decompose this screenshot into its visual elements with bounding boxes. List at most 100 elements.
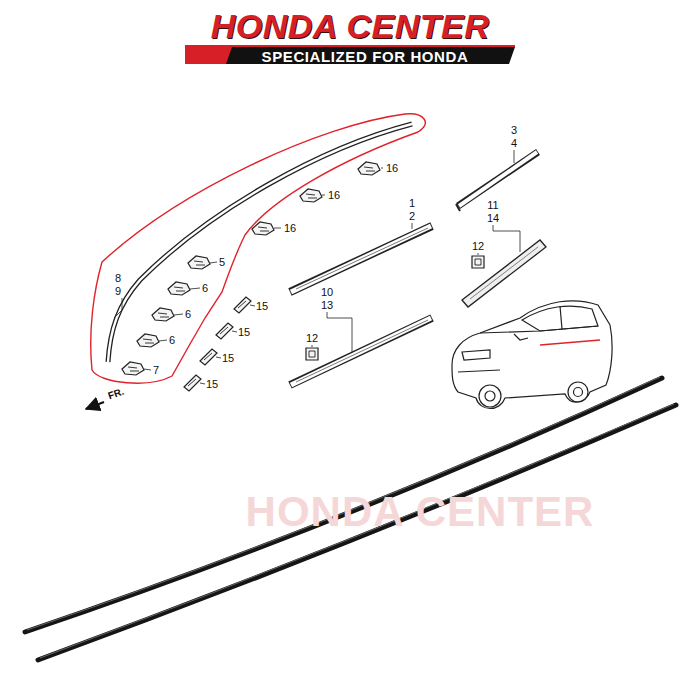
side-molding (296, 320, 428, 382)
molding-photo (25, 378, 662, 632)
molding-clip (234, 297, 251, 313)
side-molding (470, 247, 538, 299)
car-sketch (568, 382, 588, 402)
callout-number: 1 (409, 198, 415, 209)
callout-number: 7 (153, 365, 159, 376)
callout-number: 15 (238, 327, 250, 338)
molding-clip (216, 323, 233, 339)
leader-line (114, 298, 122, 318)
car-sketch (514, 334, 528, 340)
molding-clip (252, 222, 274, 235)
leader-line (144, 369, 151, 370)
side-molding (462, 240, 546, 307)
car-sketch (458, 370, 500, 372)
molding-clip (122, 362, 144, 375)
header-band (185, 47, 515, 64)
molding-clip (168, 282, 190, 295)
molding-clip (137, 334, 159, 347)
molding-photo (40, 404, 674, 658)
leader-line (232, 331, 237, 332)
side-molding (291, 226, 431, 292)
callout-number: 16 (328, 190, 340, 201)
callout-number: 13 (321, 300, 333, 311)
watermark: HONDA CENTER (246, 491, 595, 533)
leader-line (493, 225, 520, 252)
molding-clip (152, 308, 174, 321)
header-band (185, 45, 515, 47)
molding-photo (25, 377, 676, 660)
molding-clip (184, 375, 201, 391)
callout-number: 6 (169, 335, 175, 346)
leader-line (381, 168, 383, 169)
side-molding (458, 152, 538, 206)
callout-number: 15 (222, 353, 234, 364)
leader-line (274, 228, 281, 229)
roof-molding (108, 124, 412, 362)
molding-clip (200, 349, 217, 365)
callout-number: 10 (321, 287, 333, 298)
leader-line (327, 312, 352, 352)
front-arrow (86, 402, 104, 409)
leader-line (412, 223, 413, 229)
car-sketch (462, 350, 490, 360)
callout-number: 6 (202, 283, 208, 294)
leader-line (250, 305, 255, 306)
header-band (185, 45, 515, 64)
leader-line (210, 262, 217, 263)
callout-number: 6 (185, 309, 191, 320)
molding-clip (358, 162, 380, 175)
side-molding (459, 152, 537, 206)
car-sketch (560, 306, 562, 329)
callout-number: 11 (487, 200, 498, 211)
front-arrow (86, 402, 104, 409)
leader-line (190, 288, 200, 289)
car-sketch (452, 301, 612, 409)
car-sketch (540, 340, 600, 345)
side-molding (291, 318, 431, 385)
leader-line (174, 314, 183, 315)
side-molding (456, 204, 460, 211)
callout-number: 15 (206, 379, 218, 390)
leader-line (159, 340, 167, 341)
callout-number: 14 (487, 213, 499, 224)
molding-clip (306, 348, 318, 360)
molding-photo (38, 405, 676, 660)
side-molding (290, 318, 432, 385)
header-band (185, 47, 232, 64)
brand-title: HONDA CENTER (211, 9, 490, 43)
callout-number: 3 (511, 125, 517, 136)
car-sketch (479, 385, 501, 407)
leader-line (312, 345, 313, 347)
callout-number: 8 (115, 273, 121, 284)
callout-number: 16 (284, 223, 296, 234)
side-molding (296, 228, 428, 289)
car-sketch (485, 391, 495, 401)
leader-line (514, 150, 515, 163)
car-sketch (452, 301, 612, 409)
callout-number: 16 (386, 163, 398, 174)
callout-number: 12 (306, 333, 318, 344)
callout-number: 4 (511, 138, 517, 149)
roof-molding (108, 124, 412, 362)
direction-label: FR. (107, 387, 126, 402)
leader-line (478, 253, 479, 255)
brand-subtitle: SPECIALIZED FOR HONDA (262, 49, 469, 64)
molding-photo (27, 377, 660, 630)
leader-line (322, 195, 325, 196)
callout-number: 12 (472, 241, 484, 252)
car-sketch (574, 388, 583, 397)
molding-clip (472, 256, 484, 268)
roof-molding (108, 124, 412, 362)
side-molding (290, 226, 432, 292)
leader-line (216, 357, 221, 358)
molding-clip (122, 162, 484, 391)
callout-number: 9 (115, 286, 121, 297)
molding-clip (300, 189, 322, 202)
car-sketch (480, 326, 598, 333)
callout-number: 5 (219, 257, 225, 268)
leader-line (200, 383, 205, 384)
callout-number: 2 (409, 211, 415, 222)
molding-clip (188, 256, 210, 269)
